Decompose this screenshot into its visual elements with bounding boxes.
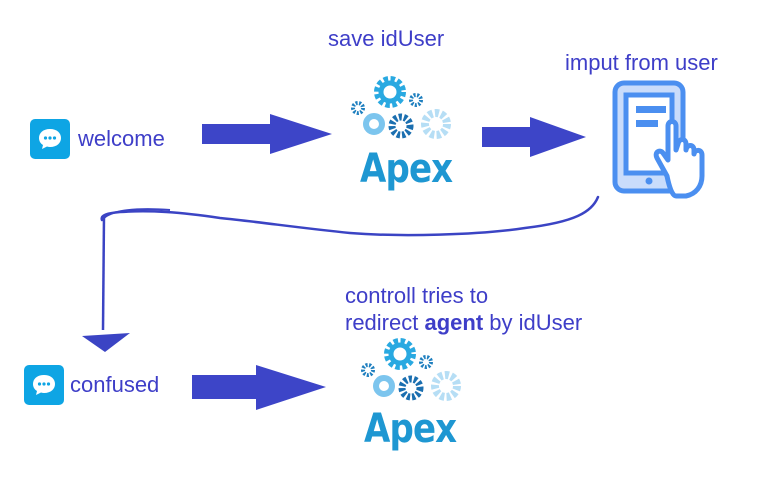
arrow-apex-to-input (482, 117, 586, 157)
redirect-caption-line2: redirect agent by idUser (345, 310, 583, 335)
arrow-welcome-to-apex (202, 114, 332, 154)
arrowhead-down-icon (82, 333, 130, 352)
gears-icon (351, 76, 451, 139)
redirect-caption-line1: controll tries to (345, 283, 489, 308)
chat-bubble-icon (24, 365, 64, 405)
agent-keyword: agent (424, 310, 484, 335)
apex-logo-redirect: Apex (356, 334, 476, 454)
apex-logo-text: Apex (360, 146, 453, 192)
arrow-confused-to-apex (192, 365, 326, 410)
apex-logo-save: Apex (346, 70, 466, 192)
tablet-touch-icon (612, 80, 705, 199)
chat-bubble-icon (30, 119, 70, 159)
node-confused: confused (24, 365, 159, 405)
input-caption: imput from user (565, 50, 718, 75)
save-iduser-caption: save idUser (328, 26, 445, 51)
welcome-label: welcome (78, 126, 165, 151)
confused-label: confused (70, 372, 160, 397)
redirect-caption: controll tries to redirect agent by idUs… (345, 282, 582, 336)
node-welcome: welcome (30, 119, 165, 159)
gears-icon (361, 338, 461, 401)
apex-logo-text: Apex (364, 406, 457, 452)
